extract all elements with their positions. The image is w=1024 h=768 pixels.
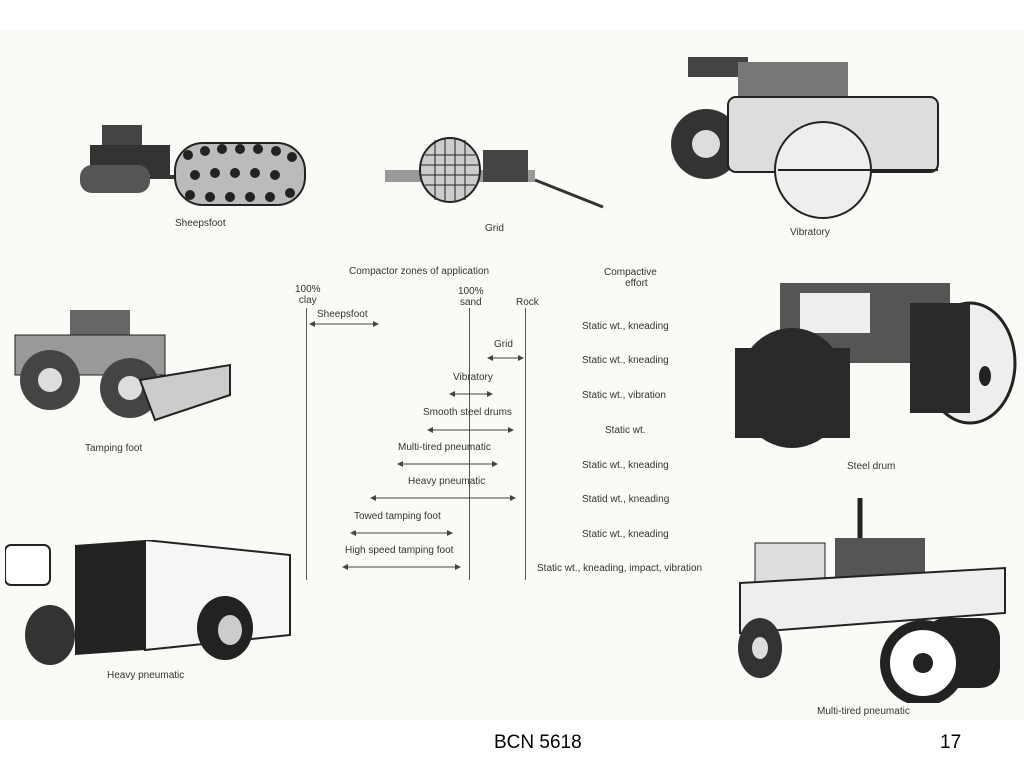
caption-sheepsfoot: Sheepsfoot (175, 218, 226, 229)
tamping-foot-illustration (14, 310, 231, 422)
effort-smooth-steel-drums: Static wt. (605, 425, 646, 436)
axis-sand-label: 100% sand (458, 286, 484, 308)
effort-high-speed-tamping-foot: Static wt., kneading, impact, vibration (537, 563, 703, 574)
grid-illustration (385, 137, 604, 209)
axis-rock-label: Rock (516, 297, 539, 308)
vibratory-illustration (671, 57, 939, 219)
effort-vibratory: Static wt., vibration (582, 390, 666, 401)
clay-reference-line (306, 308, 307, 580)
zone-label-heavy-pneumatic: Heavy pneumatic (408, 476, 486, 487)
effort-sheepsfoot: Static wt., kneading (582, 321, 669, 332)
effort-multi-tired-pneumatic: Static wt., kneading (582, 460, 669, 471)
caption-steel-drum: Steel drum (847, 461, 896, 472)
effort-header: Compactive effort (604, 267, 657, 289)
diagram-title: Compactor zones of application (349, 266, 490, 277)
sheepsfoot-illustration (80, 125, 306, 206)
zone-label-smooth-steel-drums: Smooth steel drums (423, 407, 512, 418)
zone-label-towed-tamping-foot: Towed tamping foot (354, 511, 441, 522)
caption-vibratory: Vibratory (790, 227, 830, 238)
axis-sand-pct: 100% (458, 286, 484, 297)
caption-grid: Grid (485, 223, 504, 234)
sand-reference-line (469, 308, 470, 580)
effort-towed-tamping-foot: Static wt., kneading (582, 529, 669, 540)
caption-heavy-pneumatic: Heavy pneumatic (107, 670, 185, 681)
zone-label-multi-tired-pneumatic: Multi-tired pneumatic (398, 442, 491, 453)
axis-clay-label: 100% clay (295, 284, 321, 306)
multi-tired-pneumatic-illustration (738, 498, 1006, 703)
zone-label-vibratory: Vibratory (453, 372, 493, 383)
effort-header-line-2: effort (625, 278, 648, 289)
effort-header-line-1: Compactive (604, 267, 657, 278)
caption-tamping-foot: Tamping foot (85, 443, 143, 454)
zone-label-grid: Grid (494, 339, 513, 350)
zone-label-high-speed-tamping-foot: High speed tamping foot (345, 545, 454, 556)
axis-clay-pct: 100% (295, 284, 321, 295)
footer-course-code: BCN 5618 (494, 732, 582, 753)
rock-reference-line (525, 308, 526, 580)
axis-sand-word: sand (459, 297, 482, 308)
footer-page-number: 17 (940, 732, 962, 753)
caption-multi-tired-pneumatic: Multi-tired pneumatic (817, 706, 910, 717)
effort-heavy-pneumatic: Statid wt., kneading (582, 494, 670, 505)
steel-drum-illustration (735, 283, 1017, 448)
heavy-pneumatic-illustration (5, 540, 291, 665)
zone-label-sheepsfoot: Sheepsfoot (317, 309, 368, 320)
axis-clay-word: clay (298, 295, 317, 306)
effort-grid: Static wt., kneading (582, 355, 669, 366)
